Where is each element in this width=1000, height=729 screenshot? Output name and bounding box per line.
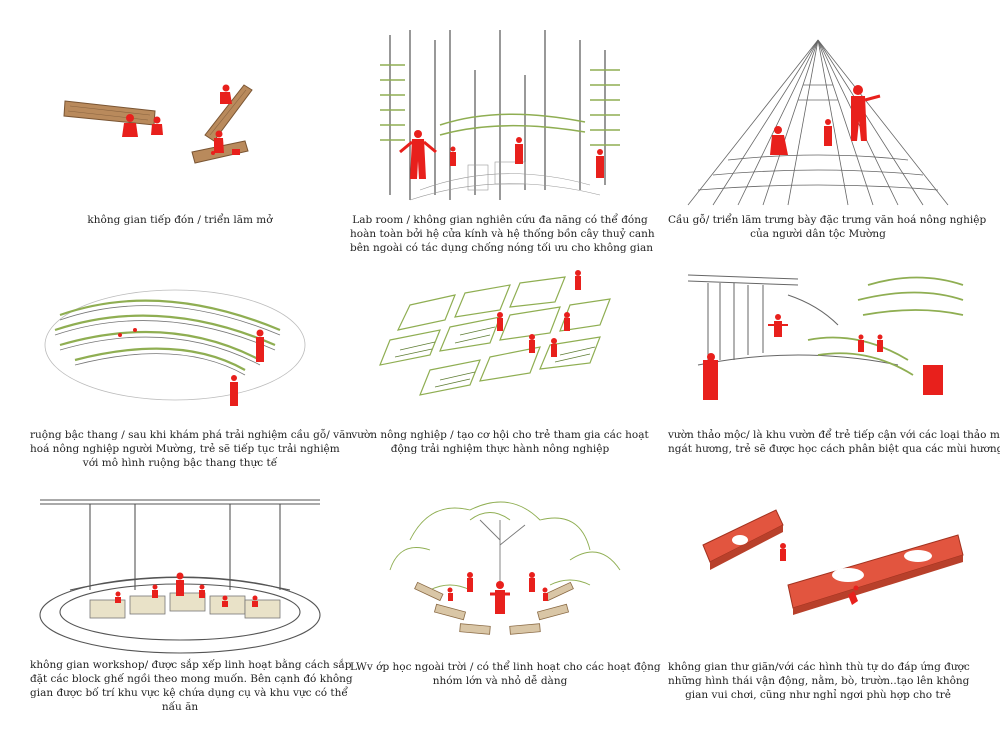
outdoor-classroom-sketch-icon: [389, 501, 621, 635]
panel-relax: không gian thư giãn/với các hình thù tự …: [668, 490, 970, 710]
panel-caption: vườn nông nghiệp / tạo cơ hội cho trẻ th…: [351, 429, 649, 455]
terraced-field-sketch-icon: [44, 289, 306, 406]
vegetable-plots-sketch-icon: [379, 270, 611, 396]
panel-caption: không gian thư giãn/với các hình thù tự …: [668, 661, 970, 701]
herb-garden-sketch-icon: [687, 274, 964, 400]
panel-herb-garden: vườn thảo mộc/ là khu vườn để trẻ tiếp c…: [668, 265, 1000, 485]
panel-caption: không gian workshop/ được sắp xếp linh h…: [30, 659, 353, 713]
hydroponic-lab-sketch-icon: [380, 30, 620, 201]
panel-caption: không gian tiếp đón / triển lãm mở: [87, 214, 273, 226]
panel-caption: vườn thảo mộc/ là khu vườn để trẻ tiếp c…: [668, 429, 1000, 455]
timber-blocks-sketch-icon: [63, 84, 253, 164]
attic-exhibition-sketch-icon: [687, 39, 949, 206]
workshop-blocks-sketch-icon: [39, 499, 321, 654]
panel-caption: LWv ớp học ngoài trời / có thể linh hoạt…: [350, 661, 661, 687]
panel-caption: ruộng bậc thang / sau khi khám phá trải …: [30, 429, 353, 469]
panel-workshop: không gian workshop/ được sắp xếp linh h…: [30, 490, 353, 713]
panel-reception: không gian tiếp đón / triển lãm mở: [30, 45, 330, 265]
panel-lab-room: Lab room / không gian nghiên cứu đa năng…: [350, 30, 655, 254]
panel-farm-garden: vườn nông nghiệp / tạo cơ hội cho trẻ th…: [350, 265, 650, 485]
panel-caption: Cầu gỗ/ triển lãm trưng bày đặc trưng vă…: [668, 214, 987, 240]
play-wall-sketch-icon: [702, 509, 964, 615]
panel-terraced-field: ruộng bậc thang / sau khi khám phá trải …: [30, 275, 353, 495]
panel-outdoor-class: LWv ớp học ngoài trời / có thể linh hoạt…: [350, 490, 661, 710]
panel-wood-bridge: Cầu gỗ/ triển lãm trưng bày đặc trưng vă…: [668, 30, 987, 250]
panel-caption: Lab room / không gian nghiên cứu đa năng…: [350, 214, 655, 254]
